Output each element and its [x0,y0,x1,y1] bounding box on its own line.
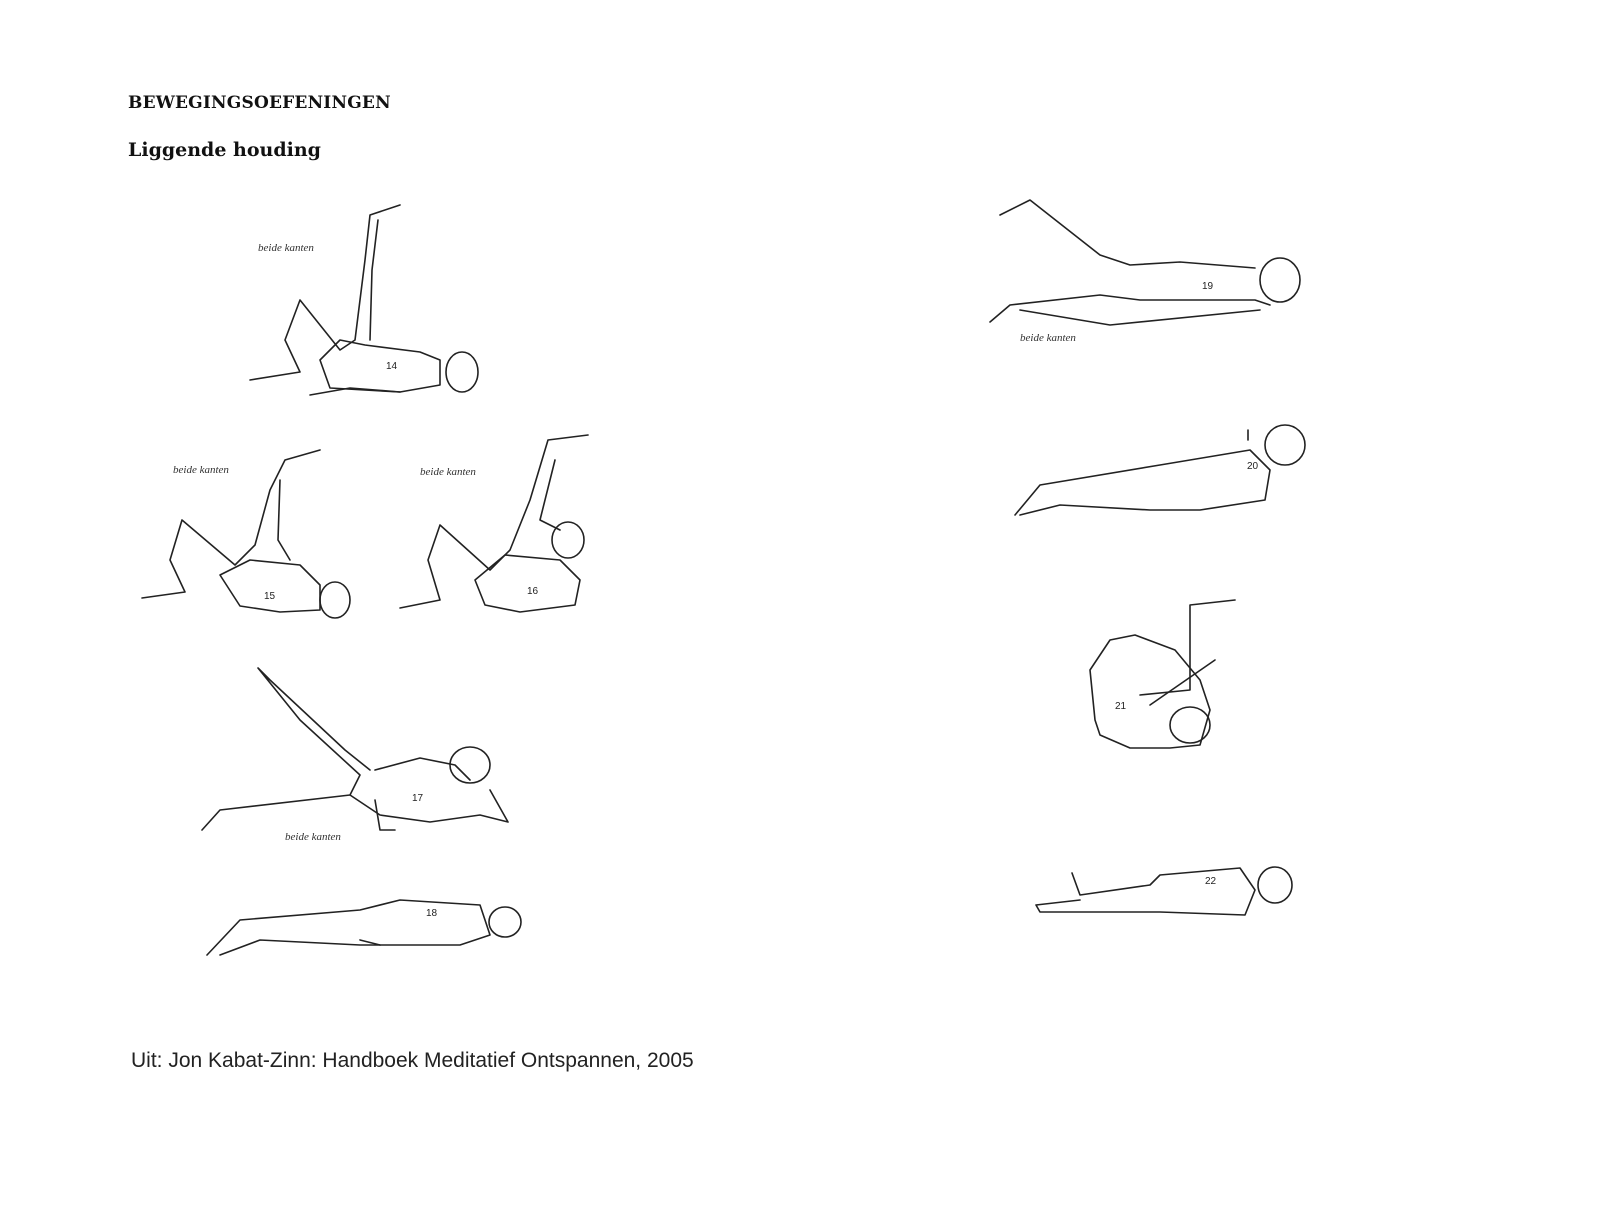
exercise-number: 20 [1247,461,1259,472]
exercise-figure-16: 16 beide kanten [399,434,589,613]
exercise-caption: beide kanten [173,464,229,476]
exercise-number: 16 [527,586,539,597]
exercise-figure-17: 17 beide kanten [201,667,509,843]
exercise-number: 17 [412,793,424,804]
exercise-number: 19 [1202,281,1214,292]
exercise-figure-22: 22 [1035,866,1293,916]
exercise-number: 22 [1205,876,1217,887]
page-title: BEWEGINGSOEFENINGEN [128,93,391,113]
exercise-figure-15: 15 beide kanten [141,449,351,619]
exercise-caption: beide kanten [420,466,476,478]
exercise-figure-14: 14 beide kanten [249,204,479,396]
section-subtitle: Liggende houding [128,139,321,161]
exercise-number: 21 [1115,701,1127,712]
source-citation: Uit: Jon Kabat-Zinn: Handboek Meditatief… [131,1049,694,1072]
exercise-caption: beide kanten [258,242,314,254]
exercise-figure-20: 20 [1014,424,1306,516]
exercise-number: 14 [386,361,398,372]
exercise-figure-21: 21 [1089,599,1236,749]
exercise-figure-18: 18 [206,899,522,956]
exercise-figure-19: 19 beide kanten [989,199,1301,344]
exercise-number: 18 [426,908,438,919]
exercise-caption: beide kanten [285,831,341,843]
exercise-number: 15 [264,591,276,602]
exercise-caption: beide kanten [1020,332,1076,344]
